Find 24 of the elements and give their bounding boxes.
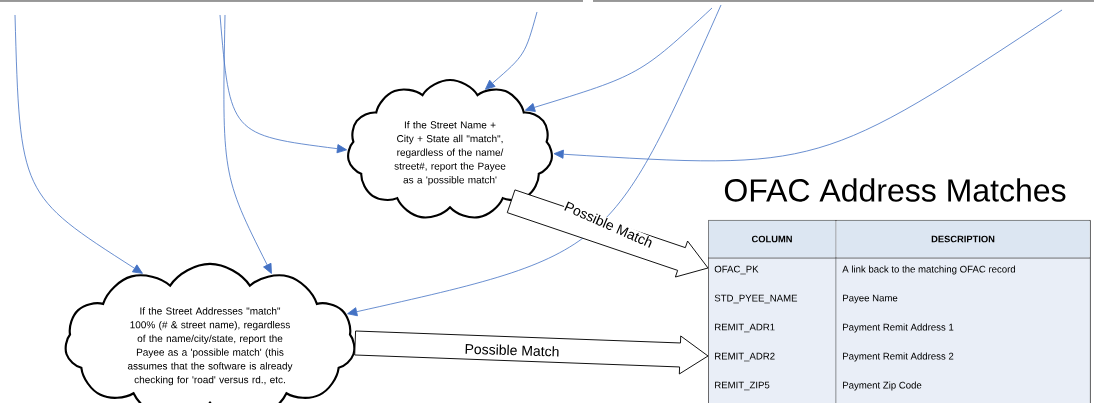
header-cell: DESCRIPTION xyxy=(836,220,1090,258)
edge-label: Possible Match xyxy=(463,342,561,358)
cloud-callout: If the Street Addresses "match" 100% (# & street name), regardless of the name/city/state, report the Payee as a 'possible match' (this assumes that the software is already checking for 'road' versus rd., etc. xyxy=(64,262,356,403)
table-cell: OFAC_PK xyxy=(714,265,759,275)
table-cell: Payment Remit Address 2 xyxy=(843,352,954,362)
arrow xyxy=(223,14,272,274)
table-cell: Payment Zip Code xyxy=(843,381,922,391)
table-cell: REMIT_ADR2 xyxy=(715,352,775,362)
table-cell: Payee Name xyxy=(843,294,898,304)
table-cell: REMIT_ADR1 xyxy=(715,323,775,333)
header-cell: COLUMN xyxy=(708,220,836,258)
table-title: OFAC Address Matches xyxy=(724,178,1066,202)
table-cell: REMIT_ZIP5 xyxy=(715,381,770,391)
table-cell: Payment Remit Address 1 xyxy=(843,323,954,333)
arrow xyxy=(14,14,143,274)
block-arrow xyxy=(354,330,709,375)
arrow xyxy=(347,4,722,317)
arrow xyxy=(524,7,713,112)
arrow xyxy=(219,14,348,154)
table-cell: A link back to the matching OFAC record xyxy=(842,265,1016,275)
arrow xyxy=(485,11,538,90)
table-cell: STD_PYEE_NAME xyxy=(714,294,798,304)
cloud-callout: If the Street Name + City + State all "match", regardless of the name/ street#, report the Payee as a 'possible match' xyxy=(347,78,553,219)
arrow xyxy=(553,9,1063,162)
